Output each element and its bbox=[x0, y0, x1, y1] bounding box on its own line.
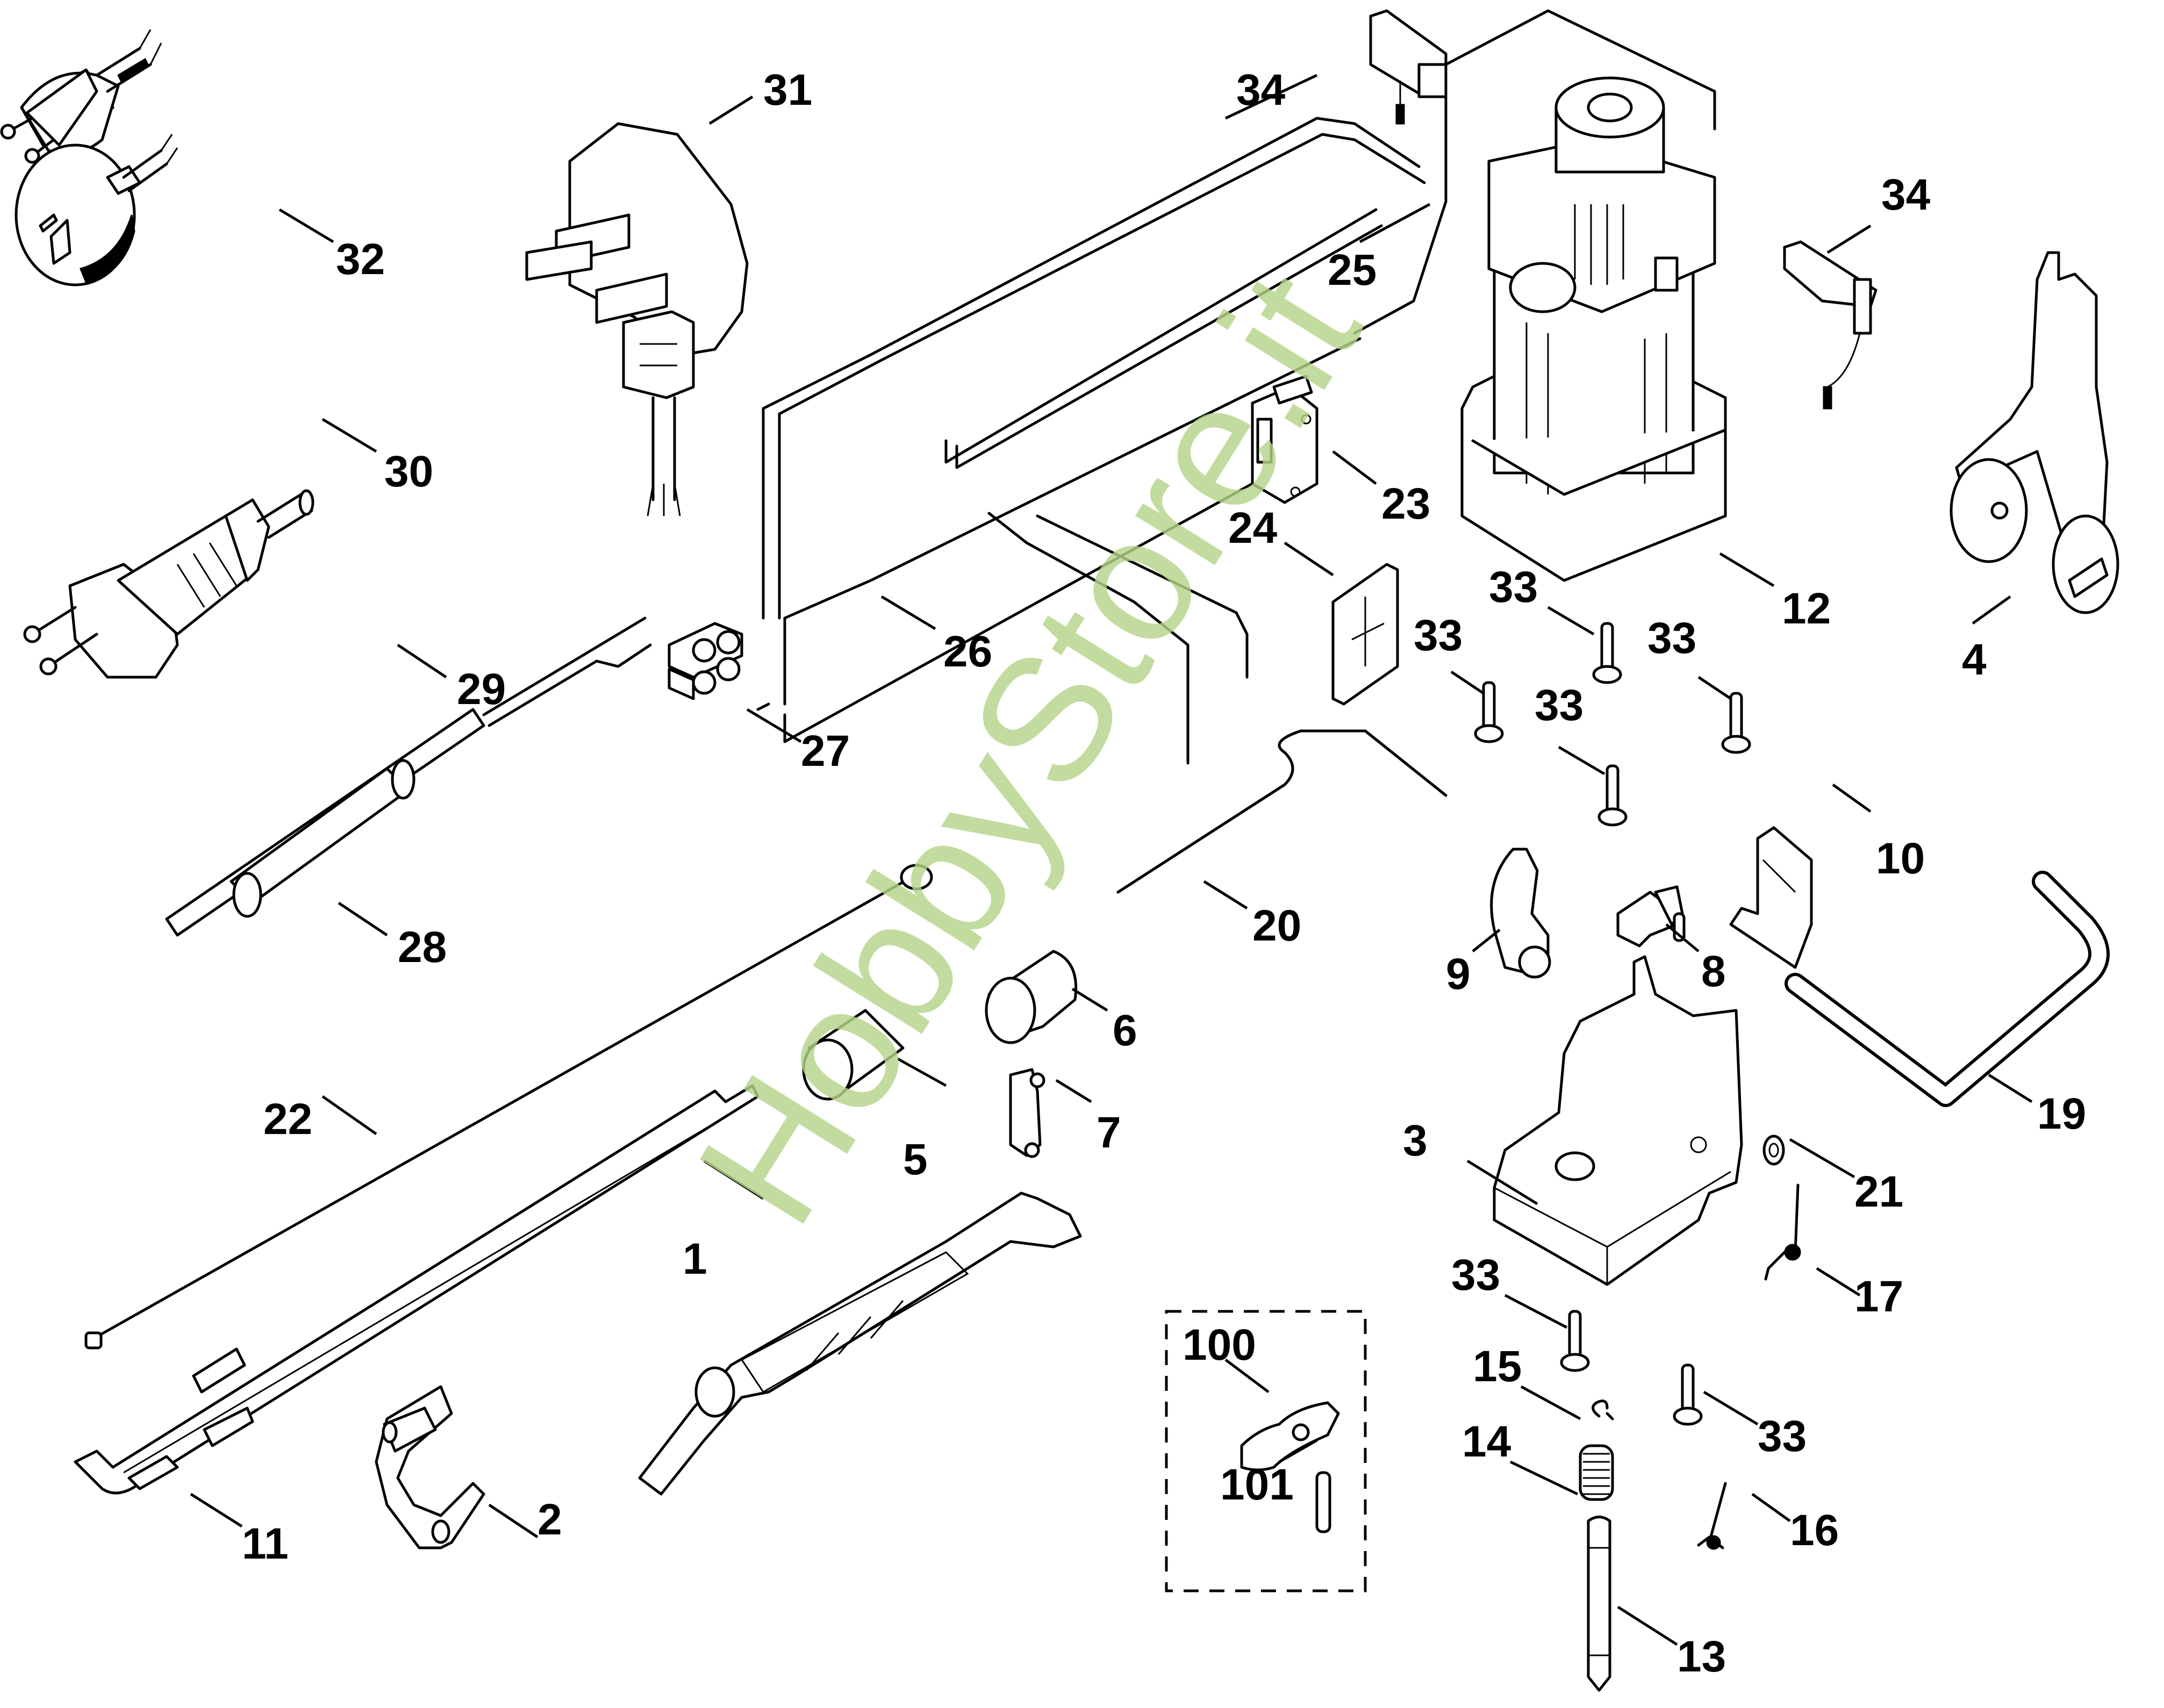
callout-33-c: 33 bbox=[1647, 614, 1696, 663]
sleeve-5 bbox=[802, 1009, 905, 1101]
callout-10: 10 bbox=[1876, 834, 1925, 883]
cable-clamp-6 bbox=[985, 950, 1078, 1044]
hook-bracket-2 bbox=[375, 1385, 485, 1549]
callout-12: 12 bbox=[1782, 584, 1831, 633]
callout-7: 7 bbox=[1097, 1108, 1121, 1157]
callout-33-d: 33 bbox=[1535, 681, 1583, 730]
callout-33-e: 33 bbox=[1451, 1251, 1500, 1300]
screw-33-b bbox=[1474, 681, 1504, 743]
plug-uk-31 bbox=[525, 122, 749, 516]
callout-24: 24 bbox=[1228, 504, 1278, 552]
callout-22: 22 bbox=[263, 1095, 312, 1144]
callout-16: 16 bbox=[1790, 1506, 1839, 1555]
callout-3: 3 bbox=[1403, 1116, 1428, 1165]
plug-schuko-29 bbox=[23, 489, 314, 679]
callout-34-right: 34 bbox=[1881, 170, 1931, 219]
callout-9: 9 bbox=[1446, 950, 1471, 999]
plug-australian-30 bbox=[15, 134, 178, 286]
lever-arm-4 bbox=[1950, 251, 2119, 614]
screw-33-d bbox=[1597, 764, 1628, 827]
guide-rail-11 bbox=[74, 1084, 759, 1495]
callout-19: 19 bbox=[2037, 1089, 2086, 1138]
cable-holder-24 bbox=[1331, 563, 1399, 706]
micro-switch-23 bbox=[1251, 375, 1319, 504]
lever-link-7 bbox=[1009, 1068, 1045, 1158]
callout-33-a: 33 bbox=[1489, 563, 1538, 612]
callout-33-b: 33 bbox=[1414, 611, 1463, 660]
callout-34-top: 34 bbox=[1236, 66, 1286, 114]
callout-4: 4 bbox=[1962, 635, 1987, 684]
electric-motor-12 bbox=[1460, 76, 1727, 582]
callout-13: 13 bbox=[1677, 1632, 1726, 1681]
callout-100: 100 bbox=[1183, 1321, 1256, 1369]
callout-33-f: 33 bbox=[1758, 1412, 1807, 1461]
callout-28: 28 bbox=[398, 923, 447, 972]
wire-rod-20 bbox=[1116, 729, 1448, 894]
callout-30: 30 bbox=[384, 447, 433, 496]
callout-2: 2 bbox=[538, 1495, 562, 1544]
lock-washer-21 bbox=[1762, 1135, 1785, 1166]
leader-lines bbox=[190, 74, 2033, 1646]
callout-labels: 32 31 30 29 28 27 26 25 34 34 12 4 23 24… bbox=[242, 66, 2086, 1681]
callout-25: 25 bbox=[1328, 246, 1377, 295]
plug-euro-32 bbox=[0, 29, 162, 164]
callout-20: 20 bbox=[1252, 901, 1301, 950]
pin-13 bbox=[1587, 1516, 1611, 1692]
screw-33-c bbox=[1721, 692, 1751, 754]
power-cord-28 bbox=[165, 616, 652, 937]
screw-33-a bbox=[1592, 622, 1622, 684]
callout-11: 11 bbox=[242, 1519, 289, 1568]
callout-8: 8 bbox=[1701, 947, 1726, 996]
housing-base-3 bbox=[1493, 955, 1743, 1286]
callout-26: 26 bbox=[943, 627, 992, 676]
callout-1: 1 bbox=[683, 1235, 707, 1283]
bowden-cable-22 bbox=[84, 864, 933, 1350]
handle-lever-1 bbox=[638, 1192, 1082, 1496]
switch-trigger-10 bbox=[1729, 826, 1813, 969]
kit-group-100-101 bbox=[1165, 1310, 1367, 1592]
screw-33-e bbox=[1560, 1310, 1590, 1372]
callout-32: 32 bbox=[336, 235, 385, 284]
bent-rod-19 bbox=[1785, 871, 2110, 1107]
torsion-spring-16 bbox=[1697, 1482, 1727, 1550]
callout-6: 6 bbox=[1113, 1006, 1137, 1055]
compression-spring-14 bbox=[1579, 1444, 1614, 1501]
torsion-spring-17 bbox=[1764, 1183, 1801, 1281]
callout-21-label: 21 bbox=[1854, 1167, 1903, 1216]
callout-23: 23 bbox=[1381, 479, 1430, 528]
latch-8 bbox=[1616, 885, 1686, 948]
e-clip-15 bbox=[1592, 1400, 1614, 1420]
carbon-brush-34-right bbox=[1783, 240, 1878, 410]
callout-29: 29 bbox=[457, 665, 506, 714]
screw-33-f bbox=[1673, 1363, 1703, 1426]
callout-101: 101 bbox=[1220, 1460, 1294, 1509]
callout-5: 5 bbox=[903, 1135, 928, 1184]
callout-27: 27 bbox=[801, 727, 850, 776]
cam-9 bbox=[1490, 848, 1551, 979]
terminal-block-27 bbox=[668, 622, 743, 700]
callout-14: 14 bbox=[1462, 1417, 1511, 1466]
callout-17: 17 bbox=[1854, 1272, 1903, 1321]
callout-15: 15 bbox=[1473, 1342, 1522, 1391]
callout-31: 31 bbox=[763, 66, 812, 114]
carbon-brush-34-top bbox=[1369, 9, 1448, 125]
